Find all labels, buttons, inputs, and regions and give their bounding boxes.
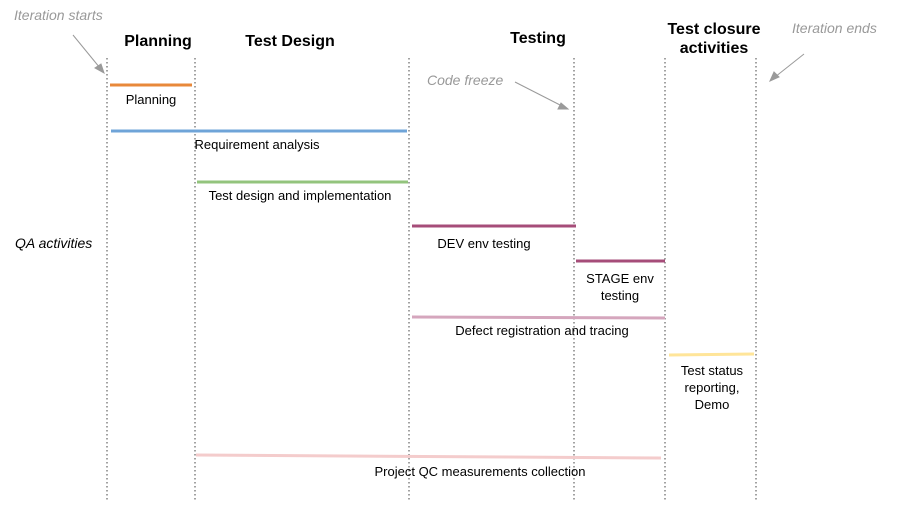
activity-label-defect-registration: Defect registration and tracing xyxy=(455,323,629,338)
phase-header-test-closure-line1: Test closure xyxy=(667,21,761,38)
qa-activities-label: QA activities xyxy=(15,235,93,251)
activity-label-test-status-reporting: Test status reporting, Demo xyxy=(680,363,744,412)
activity-label-project-qc: Project QC measurements collection xyxy=(374,464,586,479)
iteration-starts-label: Iteration starts xyxy=(14,7,103,23)
bar-project-qc xyxy=(195,453,662,460)
arrow-code-freeze-head xyxy=(557,102,570,110)
activity-label-requirement-analysis: Requirement analysis xyxy=(194,137,320,152)
arrow-iteration-starts xyxy=(72,34,101,69)
arrow-iteration-starts-head xyxy=(94,63,105,75)
arrow-code-freeze xyxy=(514,81,563,107)
activity-label-planning: Planning xyxy=(125,92,177,107)
bar-test-status-reporting xyxy=(668,352,755,357)
phase-header-test-closure: Test closure activities xyxy=(654,20,774,58)
activity-label-stage-env-testing: STAGE env testing xyxy=(586,271,654,303)
activity-label-test-design-implementation: Test design and implementation xyxy=(208,188,392,203)
phase-header-planning: Planning xyxy=(124,33,192,50)
arrow-iteration-ends xyxy=(774,53,805,78)
iteration-ends-label: Iteration ends xyxy=(792,20,877,36)
phase-header-test-closure-line2: activities xyxy=(679,40,749,57)
bar-defect-registration xyxy=(411,315,666,320)
activity-label-dev-env-testing: DEV env testing xyxy=(437,236,531,251)
code-freeze-label: Code freeze xyxy=(427,72,504,88)
phase-header-testing: Testing xyxy=(510,30,566,47)
phase-header-test-design: Test Design xyxy=(245,33,335,50)
arrow-iteration-ends-head xyxy=(769,71,780,82)
